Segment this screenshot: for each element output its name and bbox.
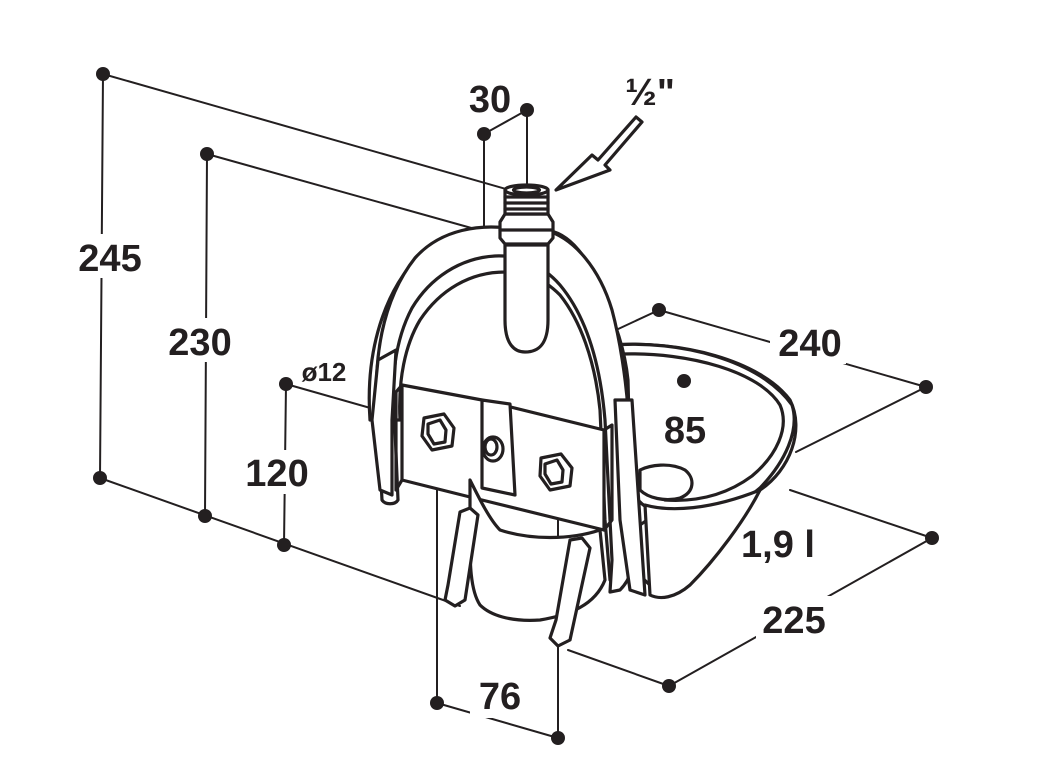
- thread-arrow-icon: [554, 115, 644, 192]
- left-bracket-arm: [374, 225, 638, 594]
- label-mount-height: 120: [245, 453, 308, 495]
- label-bowl-depth: 85: [664, 410, 706, 452]
- label-overall-height: 245: [78, 238, 141, 280]
- label-hole-diameter: ø12: [302, 357, 347, 387]
- bowl-floor: [638, 463, 694, 502]
- dimension-labels: 245 230 120 ø12 30 ½" 240 85 1,9 l 225 7…: [72, 72, 846, 718]
- dimension-dots: [93, 67, 939, 745]
- water-bowl-drawing: [367, 115, 798, 648]
- bowl-belly: [643, 488, 762, 600]
- mounting-plate-edge: [394, 383, 614, 532]
- label-depth: 225: [762, 600, 825, 642]
- bowl-inner-rim: [620, 352, 785, 502]
- inlet-tube: [503, 243, 550, 354]
- label-width: 240: [778, 323, 841, 365]
- label-hole-spacing: 76: [479, 676, 521, 718]
- right-leg: [548, 536, 592, 648]
- label-bowl-top-height: 230: [168, 322, 231, 364]
- label-thread: ½": [625, 72, 675, 114]
- label-inlet-offset: 30: [469, 79, 511, 121]
- label-volume: 1,9 l: [741, 524, 815, 566]
- right-fin: [613, 398, 647, 597]
- left-leg: [443, 506, 480, 608]
- left-fin: [370, 348, 398, 497]
